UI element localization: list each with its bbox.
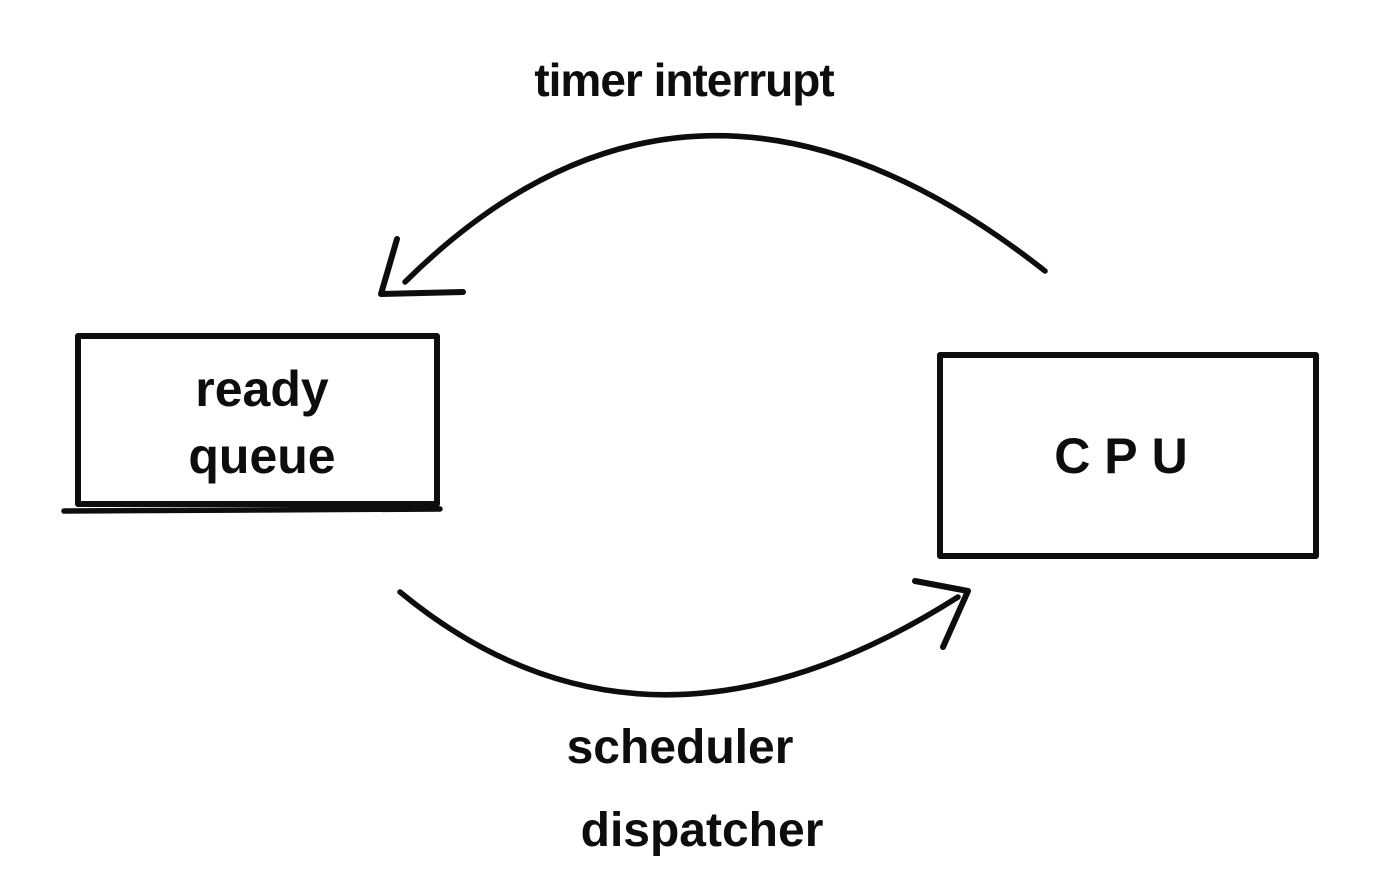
ready-queue-label-line-2: queue bbox=[188, 428, 335, 484]
cpu-box bbox=[937, 352, 1319, 559]
arrowhead-to-ready-queue-icon bbox=[378, 236, 466, 297]
timer-interrupt-label: timer interrupt bbox=[534, 54, 834, 106]
timer-interrupt-arrow bbox=[402, 133, 1048, 285]
scheduler-label-line-1: scheduler bbox=[567, 721, 794, 774]
ready-queue-box bbox=[75, 333, 440, 507]
ready-queue-label-line-1: ready bbox=[195, 361, 329, 417]
diagram-strokes bbox=[61, 133, 1319, 698]
cpu-label: CPU bbox=[1054, 428, 1202, 484]
diagram-labels: timer interrupt ready queue CPU schedule… bbox=[188, 54, 1202, 857]
scheduler-label-line-2: dispatcher bbox=[581, 804, 824, 857]
scheduler-dispatch-arrow bbox=[397, 589, 961, 698]
arrowhead-to-cpu-icon bbox=[912, 578, 971, 650]
ready-queue-box-underline bbox=[61, 506, 443, 514]
